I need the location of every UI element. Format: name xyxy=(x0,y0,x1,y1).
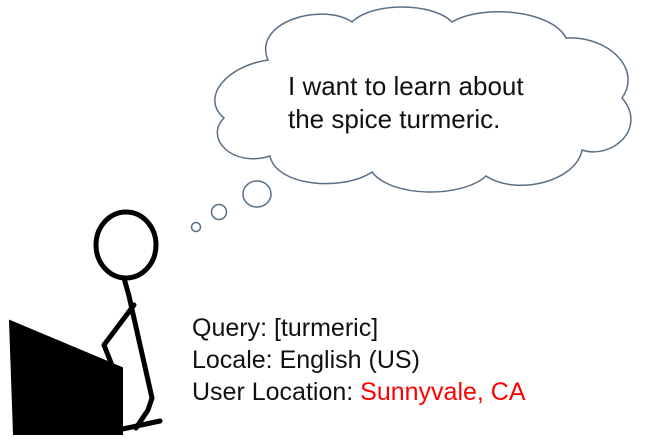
thought-cloud xyxy=(214,6,632,193)
thought-line-1: I want to learn about xyxy=(288,71,524,101)
figure-neck xyxy=(121,275,132,299)
location-label: User Location: xyxy=(192,378,354,406)
thought-bubble-small xyxy=(190,221,202,233)
query-value: [turmeric] xyxy=(273,314,379,342)
locale-row: Locale: English (US) xyxy=(192,344,526,376)
laptop-icon xyxy=(8,319,123,435)
laptop-base xyxy=(115,418,163,433)
stick-figure xyxy=(93,209,159,431)
thought-bubble-medium xyxy=(210,203,228,221)
figure-torso xyxy=(126,293,155,401)
figure-head xyxy=(93,209,159,281)
thought-bubble-large xyxy=(242,180,272,208)
locale-value: English (US) xyxy=(279,346,420,374)
thought-line-2: the spice turmeric. xyxy=(288,104,501,134)
location-row: User Location: Sunnyvale, CA xyxy=(192,376,526,408)
thought-text: I want to learn about the spice turmeric… xyxy=(288,70,524,136)
figure-leg xyxy=(133,395,155,431)
location-value: Sunnyvale, CA xyxy=(360,378,526,406)
query-row: Query: [turmeric] xyxy=(192,312,526,344)
locale-label: Locale: xyxy=(192,346,273,374)
query-label: Query: xyxy=(192,314,268,342)
request-info: Query: [turmeric] Locale: English (US) U… xyxy=(192,312,526,408)
